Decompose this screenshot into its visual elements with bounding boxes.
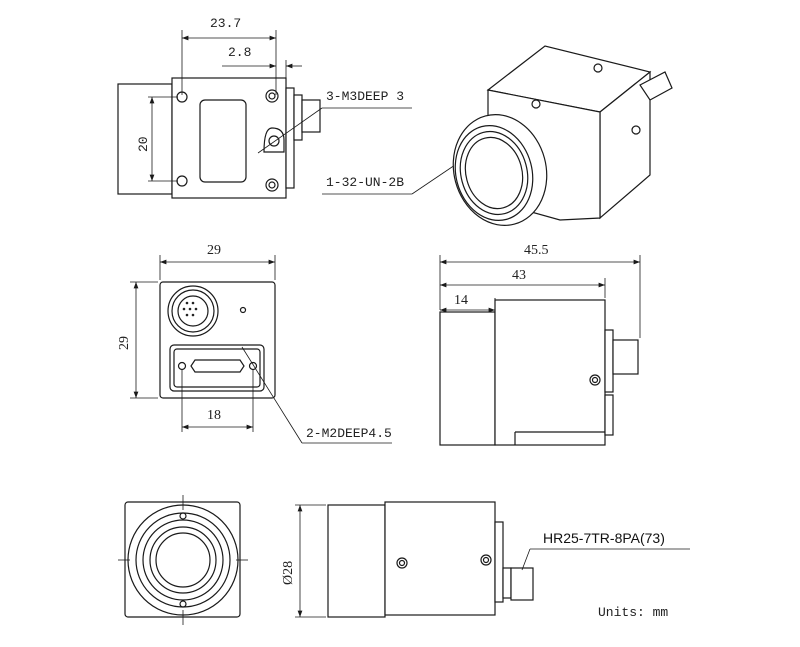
top-view: [117, 30, 456, 199]
units-label: Units: mm: [598, 605, 668, 620]
callout-top-holes: 3-M3DEEP 3: [326, 89, 404, 104]
dim-rear-width: 29: [207, 243, 221, 258]
callout-lens-thread: 1-32-UN-2B: [326, 175, 404, 190]
dim-hole-spacing: 18: [207, 408, 221, 423]
isometric-view: [452, 45, 673, 226]
rear-view: [130, 255, 392, 444]
dim-top-offset: 2.8: [228, 45, 251, 60]
dim-body-length: 43: [512, 268, 526, 283]
bottom-side-view: [295, 501, 690, 618]
callout-connector: HR25-7TR-8PA(73): [543, 530, 665, 546]
callout-rear-holes: 2-M2DEEP4.5: [306, 426, 392, 441]
dim-top-width: 23.7: [210, 16, 241, 31]
lens-front-view: [118, 495, 248, 625]
side-view: [439, 255, 641, 446]
dim-total-length: 45.5: [524, 243, 549, 258]
dim-top-height: 20: [136, 136, 151, 152]
dim-diameter: Ø28: [281, 561, 296, 585]
dim-lens-length: 14: [454, 293, 468, 308]
dim-rear-height: 29: [117, 336, 132, 350]
